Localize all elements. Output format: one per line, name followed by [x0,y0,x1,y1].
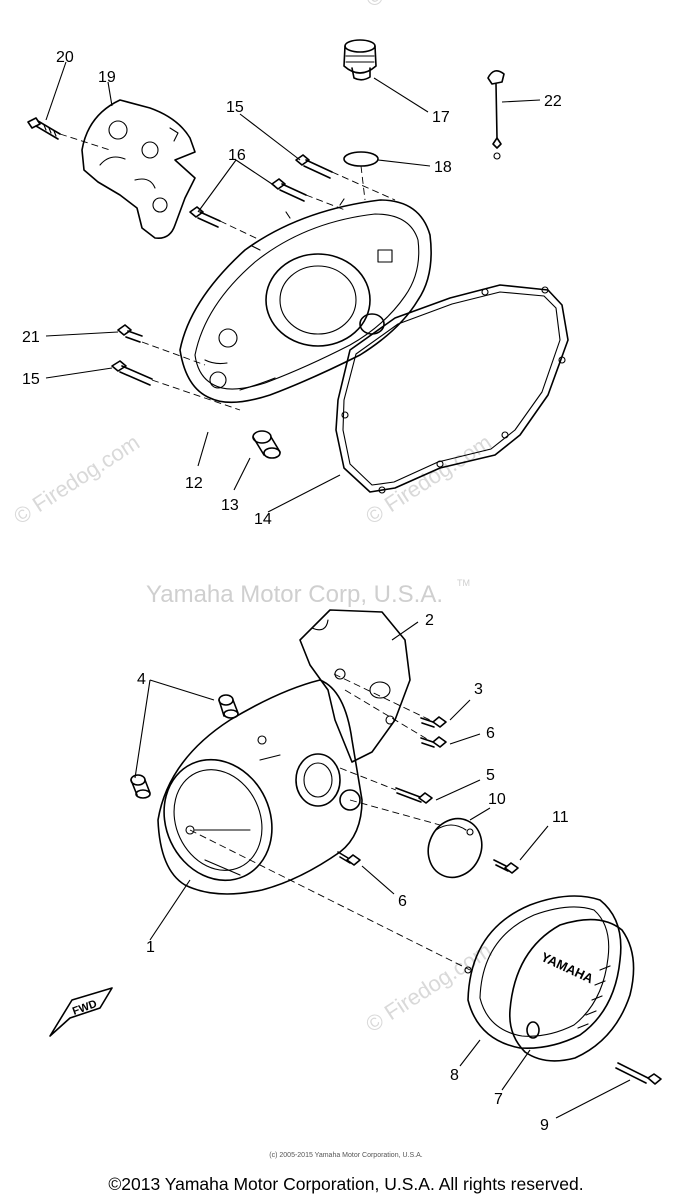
bolt-6-lower [337,851,361,866]
damper-4-upper [218,694,239,719]
upper-callouts: 20 19 15 16 17 22 18 21 15 12 13 14 [22,49,562,528]
bolt-6-upper [420,736,447,748]
o-ring-18 [343,151,379,167]
cover-lettering: YAMAHA [539,949,597,986]
gasket-8 [464,895,622,1050]
callout-5: 5 [486,767,495,784]
bolt-3 [420,716,447,728]
bolt-16-upper [271,178,307,202]
callout-15-top: 15 [226,99,244,116]
callout-17: 17 [432,109,450,126]
bolt-16-lower [189,206,221,228]
callout-15-left: 15 [22,371,40,388]
oil-plug-17 [343,39,377,81]
bolt-5 [395,787,433,804]
callout-6-lower: 6 [398,893,407,910]
fwd-arrow: FWD [49,987,113,1037]
callout-10: 10 [488,791,506,808]
bolt-21 [117,324,143,343]
watermark-firedog-1: © Firedog.com [9,429,144,529]
bolt-15-left [111,360,153,386]
small-copyright: (c) 2005-2015 Yamaha Motor Corporation, … [269,1152,422,1159]
callout-9: 9 [540,1117,549,1134]
watermark-yamaha-center: Yamaha Motor Corp, U.S.A. [146,581,443,608]
bolt-20 [27,117,61,140]
dipstick-22 [487,70,505,160]
callout-20: 20 [56,49,74,66]
callout-14: 14 [254,511,272,528]
callout-1: 1 [146,939,155,956]
gasket-14 [335,284,569,494]
damper-4-lower [130,774,151,799]
dowel-pin-13 [252,430,281,459]
lower-callouts: 2 4 3 6 5 10 11 6 1 8 7 9 [137,612,569,1134]
bolt-9 [615,1062,662,1085]
callout-21: 21 [22,329,40,346]
bolt-15-top [295,154,333,179]
callout-6-upper: 6 [486,725,495,742]
callout-16: 16 [228,147,246,164]
callout-11: 11 [552,809,569,826]
upper-assembly [27,39,569,513]
callout-12: 12 [185,475,203,492]
callout-18: 18 [434,159,452,176]
screw-11 [493,859,519,874]
sprocket-guard-19 [81,99,196,240]
starter-cover-7: YAMAHA [508,918,635,1062]
callout-4: 4 [137,671,146,688]
cover-bracket-2 [299,609,411,763]
callout-22: 22 [544,93,562,110]
callout-13: 13 [221,497,239,514]
watermark-firedog-2: © Firedog.com [361,429,496,529]
cover-cap-10 [427,817,483,879]
callout-7: 7 [494,1091,503,1108]
callout-3: 3 [474,681,483,698]
watermark-tm: TM [457,578,470,588]
watermark-firedog-3: © Firedog.com [361,937,496,1037]
callout-19: 19 [98,69,116,86]
clutch-cover-upper [179,198,432,404]
callout-2: 2 [425,612,434,629]
callout-8: 8 [450,1067,459,1084]
footer-copyright: ©2013 Yamaha Motor Corporation, U.S.A. A… [108,1174,583,1194]
watermark-firedog-4: © Firedog.com [361,0,496,12]
fwd-label: FWD [71,998,99,1018]
crankcase-cover-1 [157,679,363,895]
